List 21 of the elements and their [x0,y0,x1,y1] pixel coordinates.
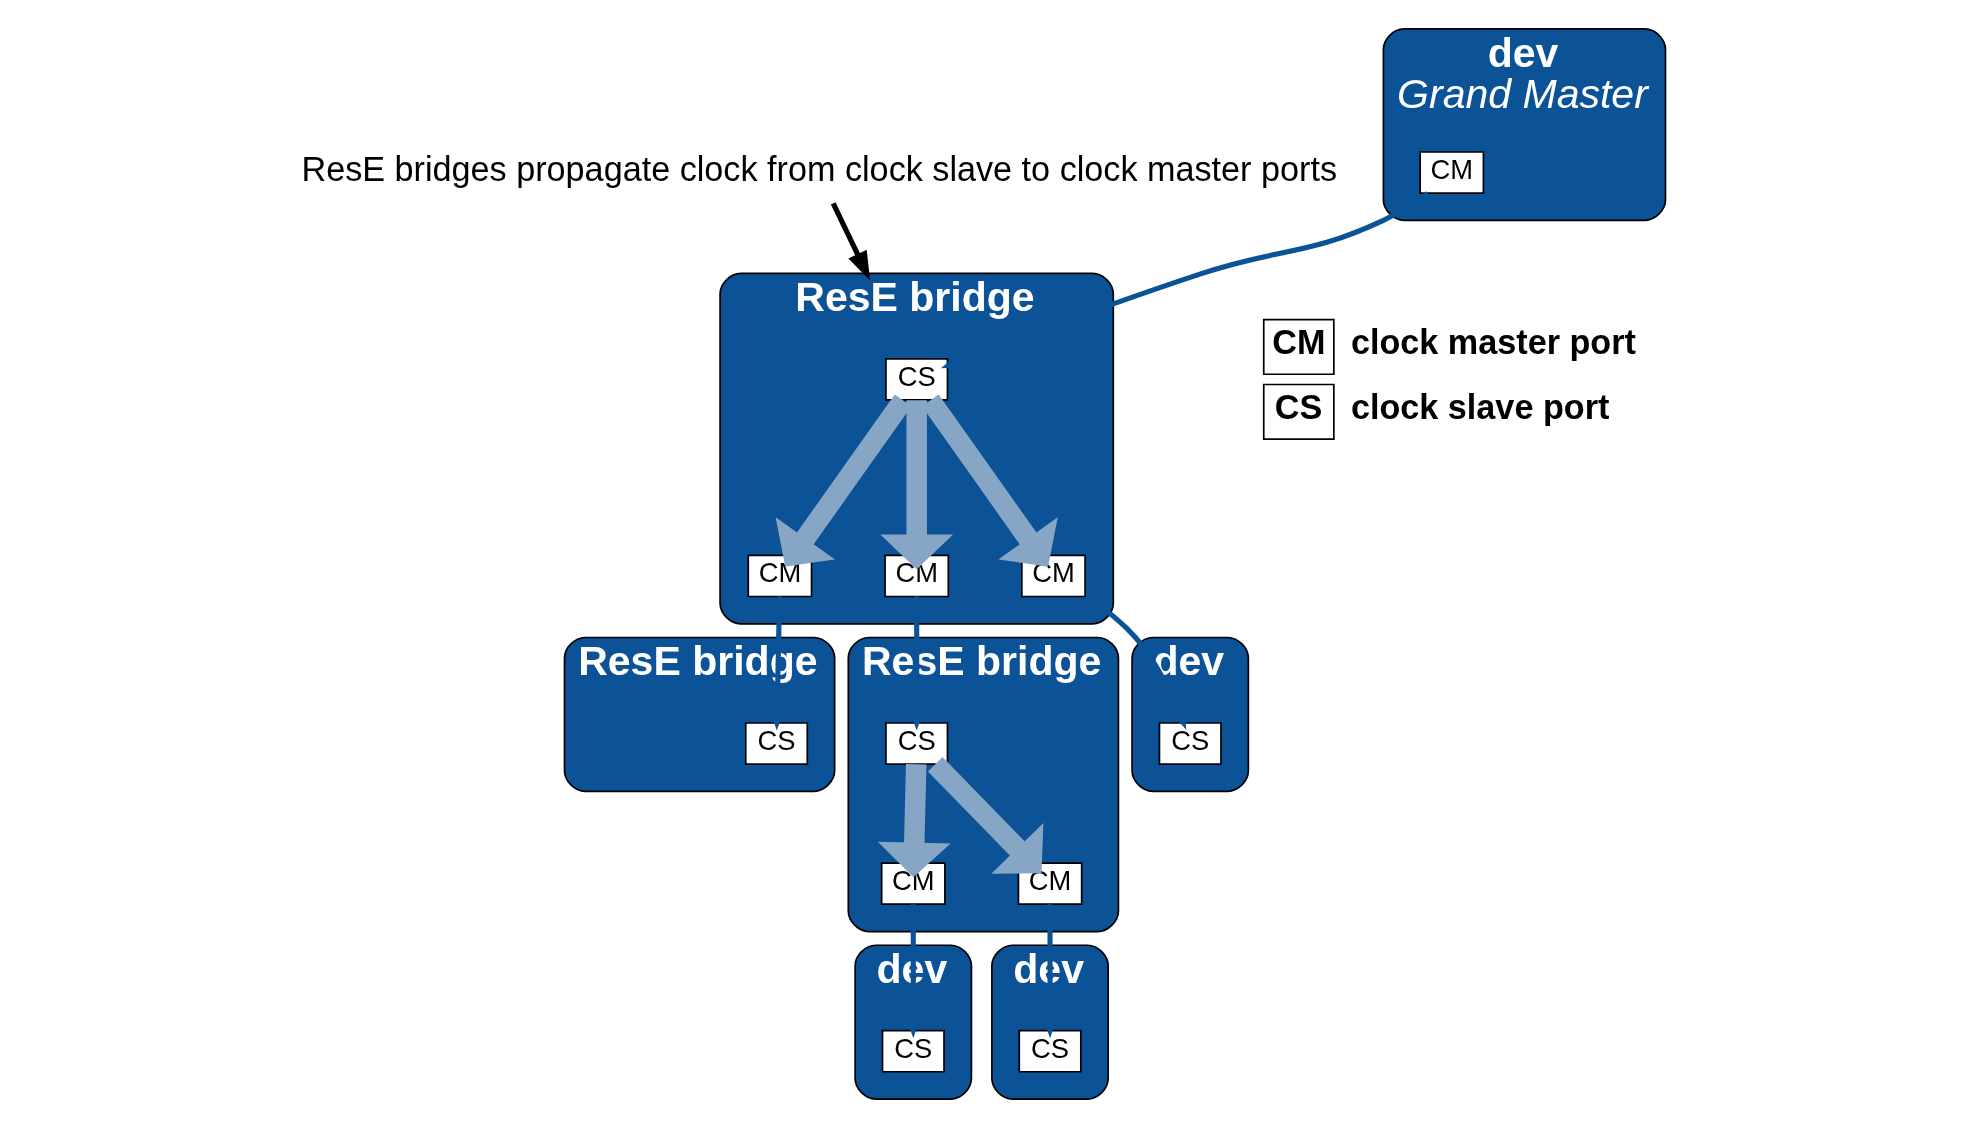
node-box: CM [746,554,812,598]
node-box: CM [1017,862,1082,906]
arrow [879,400,953,570]
arrow [1083,594,1186,730]
arrow [927,757,1043,874]
node-box: CS [884,358,948,401]
node-box: CS [1158,722,1222,765]
arrow [940,191,1429,369]
legend-label: clock master port [1350,322,1636,361]
label: CM [1271,322,1325,361]
node-box: CS [881,1029,945,1073]
arrow [877,764,951,878]
arrow [830,202,870,281]
legend-label: clock slave port [1350,387,1609,426]
node-box: CM [1418,151,1484,194]
node-box: CS [884,722,948,765]
node-text: ResE bridges propagate clock from clock slave to clock master ports [300,150,1337,189]
node-box: CM [883,554,949,598]
node-box: CS [744,722,808,765]
node-box: CS [1017,1029,1082,1073]
label: CS [1274,387,1322,426]
